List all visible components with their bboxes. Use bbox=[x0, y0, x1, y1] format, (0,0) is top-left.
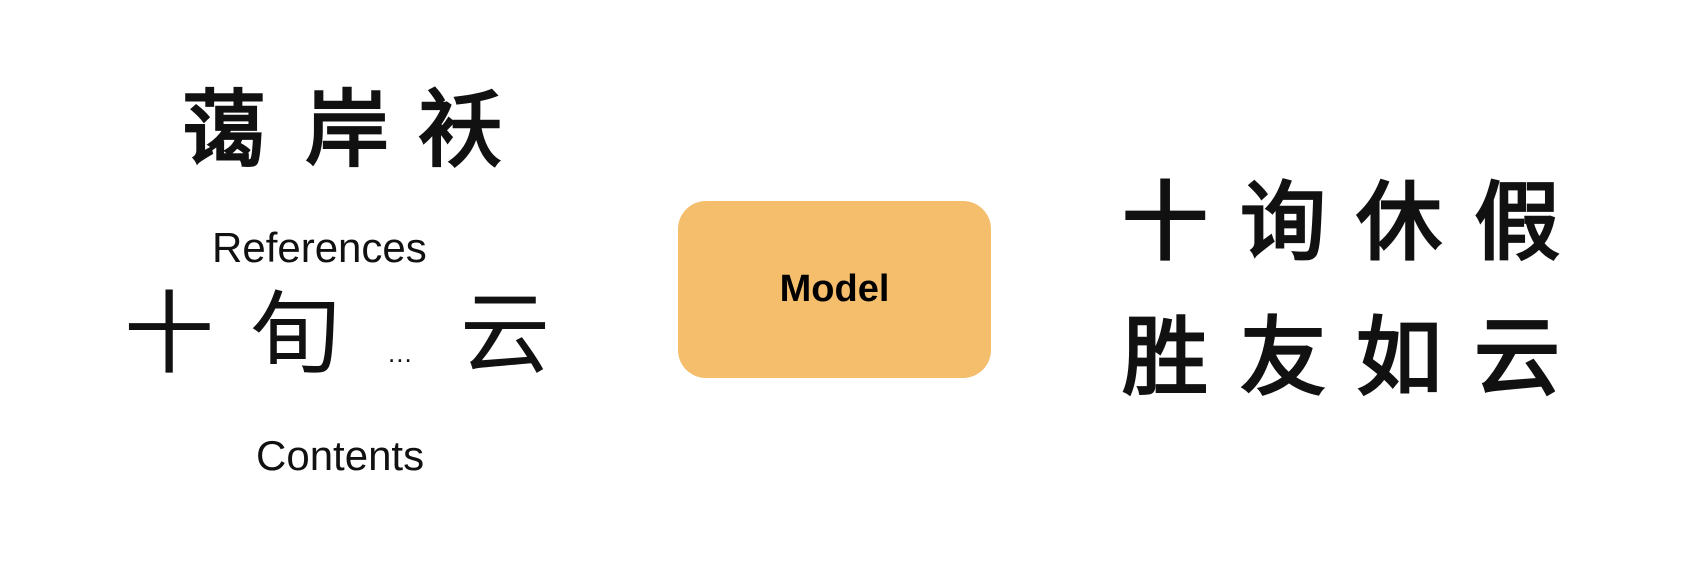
content-glyph-1: 十 bbox=[124, 282, 214, 387]
output-glyph-4: 假 bbox=[1474, 172, 1560, 273]
reference-glyph-3: 袄 bbox=[418, 80, 503, 179]
content-glyph-2: 旬 bbox=[250, 282, 340, 387]
references-label: References bbox=[212, 224, 427, 271]
output-glyph-5: 胜 bbox=[1122, 307, 1208, 408]
output-glyph-2: 询 bbox=[1240, 172, 1326, 273]
reference-glyph-1: 蔼 bbox=[182, 80, 267, 179]
output-glyph-1: 十 bbox=[1122, 172, 1208, 273]
output-glyph-6: 友 bbox=[1240, 307, 1326, 408]
contents-label: Contents bbox=[256, 432, 425, 479]
content-ellipsis: ... bbox=[388, 338, 413, 368]
reference-glyph-2: 岸 bbox=[305, 80, 390, 179]
output-glyph-3: 休 bbox=[1356, 172, 1442, 273]
output-glyph-7: 如 bbox=[1356, 307, 1442, 408]
content-glyph-3: 云 bbox=[460, 282, 550, 387]
model-label: Model bbox=[779, 268, 890, 310]
output-glyph-8: 云 bbox=[1474, 307, 1560, 408]
model-box: Model bbox=[678, 201, 991, 378]
